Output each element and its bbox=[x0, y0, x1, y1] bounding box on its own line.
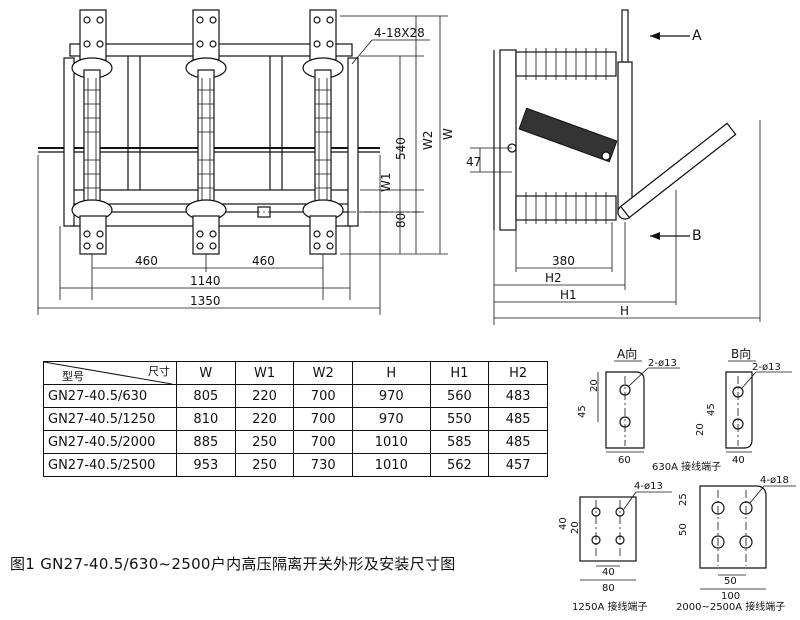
model-cell: GN27-40.5/1250 bbox=[43, 407, 177, 431]
view-b-title: B向 bbox=[731, 346, 751, 361]
view-a-60: 60 bbox=[618, 455, 631, 466]
t1250-40b: 40 bbox=[602, 567, 615, 578]
corner-top-label: 尺寸 bbox=[148, 365, 170, 378]
dim-80: 80 bbox=[394, 213, 408, 228]
value-cell: 560 bbox=[429, 384, 490, 408]
t2000-label: 2000~2500A 接线端子 bbox=[676, 600, 785, 613]
view-a-45: 45 bbox=[577, 405, 588, 418]
dim-380: 380 bbox=[552, 254, 575, 268]
view-a-20: 20 bbox=[589, 379, 600, 392]
table-header-row: 尺寸 型号 W W1 W2 H H1 H2 bbox=[43, 361, 548, 385]
side-view: A B 47 380 H2 H1 H bbox=[466, 9, 761, 325]
col-header: H1 bbox=[429, 361, 490, 385]
figure-caption: 图1 GN27-40.5/630~2500户内高压隔离开关外形及安装尺寸图 bbox=[10, 555, 456, 573]
value-cell: 457 bbox=[488, 453, 548, 477]
value-cell: 550 bbox=[429, 407, 490, 431]
corner-bottom-label: 型号 bbox=[62, 370, 84, 383]
t1250-holes: 4-ø13 bbox=[634, 481, 663, 492]
col-header: W2 bbox=[293, 361, 354, 385]
col-header: W1 bbox=[234, 361, 295, 385]
model-cell: GN27-40.5/2500 bbox=[43, 453, 177, 477]
view-a-title: A向 bbox=[617, 346, 637, 361]
value-cell: 1010 bbox=[352, 430, 431, 454]
terminal-view-a: A向 2-ø13 20 45 60 bbox=[577, 346, 680, 466]
arrow-b-label: B bbox=[692, 228, 702, 244]
dim-1350: 1350 bbox=[190, 294, 221, 308]
view-b-holes: 2-ø13 bbox=[752, 362, 781, 373]
value-cell: 970 bbox=[352, 384, 431, 408]
dim-w2: W2 bbox=[421, 131, 435, 151]
model-cell: GN27-40.5/630 bbox=[43, 384, 177, 408]
t2000-50b: 50 bbox=[724, 576, 737, 587]
label-630a: 630A 接线端子 bbox=[652, 460, 721, 473]
value-cell: 220 bbox=[234, 407, 295, 431]
model-cell: GN27-40.5/2000 bbox=[43, 430, 177, 454]
view-b-40: 40 bbox=[732, 455, 745, 466]
dim-h: H bbox=[620, 304, 629, 318]
table-row: GN27-40.5/2000 885 250 700 1010 585 485 bbox=[43, 430, 548, 454]
pole-1 bbox=[71, 9, 113, 255]
dim-w: W bbox=[441, 128, 455, 140]
value-cell: 810 bbox=[176, 407, 236, 431]
value-cell: 953 bbox=[176, 453, 236, 477]
value-cell: 250 bbox=[234, 453, 295, 477]
terminal-view-b: B向 2-ø13 45 20 40 bbox=[695, 346, 792, 466]
arrow-a-label: A bbox=[692, 28, 702, 44]
value-cell: 483 bbox=[488, 384, 548, 408]
table-row: GN27-40.5/630 805 220 700 970 560 483 bbox=[43, 384, 548, 408]
table-row: GN27-40.5/1250 810 220 700 970 550 485 bbox=[43, 407, 548, 431]
dim-540: 540 bbox=[394, 137, 408, 160]
value-cell: 1010 bbox=[352, 453, 431, 477]
t1250-20: 20 bbox=[570, 521, 581, 534]
value-cell: 730 bbox=[293, 453, 354, 477]
t2000-25: 25 bbox=[678, 493, 689, 506]
value-cell: 562 bbox=[429, 453, 490, 477]
t1250-label: 1250A 接线端子 bbox=[572, 600, 647, 613]
dim-47: 47 bbox=[466, 155, 481, 169]
t1250-40: 40 bbox=[558, 517, 569, 530]
table-row: GN27-40.5/2500 953 250 730 1010 562 457 bbox=[43, 453, 548, 477]
value-cell: 220 bbox=[234, 384, 295, 408]
terminal-2000a: 4-ø18 25 50 50 100 2000~2500A 接线端子 bbox=[676, 475, 796, 613]
pole-2 bbox=[185, 9, 227, 255]
view-a-holes: 2-ø13 bbox=[648, 358, 677, 369]
value-cell: 585 bbox=[429, 430, 490, 454]
dim-h2: H2 bbox=[545, 271, 562, 285]
value-cell: 250 bbox=[234, 430, 295, 454]
value-cell: 485 bbox=[488, 407, 548, 431]
t2000-50: 50 bbox=[678, 523, 689, 536]
dim-460-left: 460 bbox=[135, 254, 158, 268]
view-b-45: 45 bbox=[706, 403, 717, 416]
value-cell: 700 bbox=[293, 407, 354, 431]
col-header: W bbox=[176, 361, 236, 385]
dim-w1: W1 bbox=[379, 173, 393, 193]
hole-note: 4-18X28 bbox=[374, 26, 425, 40]
value-cell: 805 bbox=[176, 384, 236, 408]
value-cell: 485 bbox=[488, 430, 548, 454]
col-header: H bbox=[352, 361, 431, 385]
front-view: 4-18X28 540 W1 80 W2 W 460 460 1140 1350 bbox=[37, 9, 455, 315]
table-corner-cell: 尺寸 型号 bbox=[43, 361, 177, 385]
t2000-100: 100 bbox=[721, 591, 740, 602]
value-cell: 970 bbox=[352, 407, 431, 431]
value-cell: 700 bbox=[293, 430, 354, 454]
col-header: H2 bbox=[488, 361, 548, 385]
value-cell: 700 bbox=[293, 384, 354, 408]
t2000-holes: 4-ø18 bbox=[760, 475, 789, 486]
t1250-80: 80 bbox=[602, 583, 615, 594]
value-cell: 885 bbox=[176, 430, 236, 454]
corner-diagonal bbox=[44, 362, 172, 384]
view-b-20: 20 bbox=[695, 423, 706, 436]
dim-1140: 1140 bbox=[190, 274, 221, 288]
terminal-1250a: 4-ø13 20 40 40 80 1250A 接线端子 bbox=[558, 481, 672, 613]
dim-h1: H1 bbox=[560, 288, 577, 302]
dimension-table: 尺寸 型号 W W1 W2 H H1 H2 GN27-40.5/630 805 … bbox=[43, 361, 548, 477]
dim-460-right: 460 bbox=[252, 254, 275, 268]
